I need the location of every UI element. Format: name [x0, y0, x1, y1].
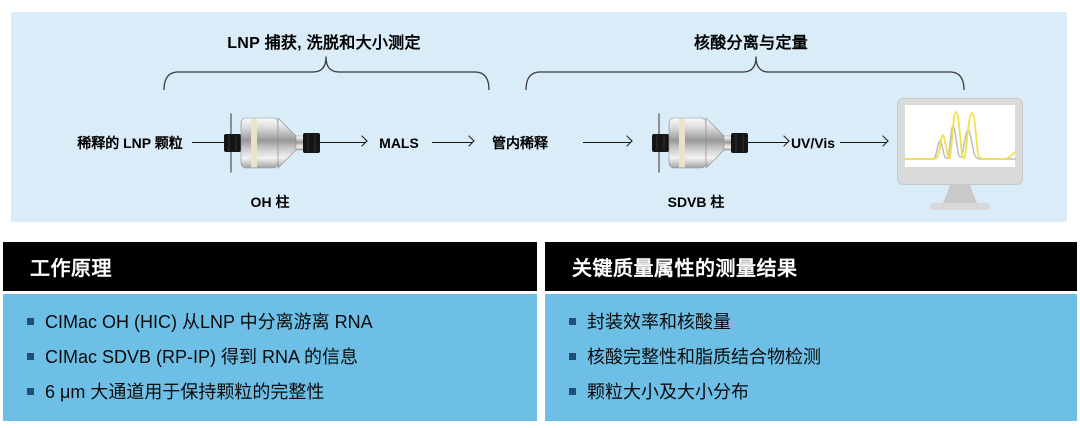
flow-label-mals: MALS — [379, 135, 419, 151]
list-item: CIMac OH (HIC) 从LNP 中分离游离 RNA — [27, 310, 527, 334]
column1-caption: OH 柱 — [250, 194, 290, 210]
square-bullet-icon — [27, 388, 34, 395]
principle-panel-body: CIMac OH (HIC) 从LNP 中分离游离 RNA CIMac SDVB… — [3, 294, 537, 421]
list-item: 6 μm 大通道用于保持颗粒的完整性 — [27, 380, 527, 404]
chromatography-column-icon — [652, 113, 748, 173]
workflow-diagram-panel: LNP 捕获, 洗脱和大小测定 核酸分离与定量 稀释的 LNP 颗粒 OH 柱 … — [11, 12, 1067, 222]
bullet-text: 核酸完整性和脂质结合物检测 — [587, 347, 821, 367]
arrow-right-icon — [583, 142, 630, 143]
stage-label-lnp-capture: LNP 捕获, 洗脱和大小测定 — [227, 35, 421, 52]
arrow-right-icon — [192, 142, 228, 143]
brace-bracket-left — [163, 56, 490, 91]
brace-bracket-right — [525, 56, 965, 91]
bullet-text: 封装效率和核酸量 — [587, 312, 731, 332]
square-bullet-icon — [27, 318, 34, 325]
flow-label-uvvis: UV/Vis — [790, 135, 836, 151]
list-item: 核酸完整性和脂质结合物检测 — [569, 345, 1067, 369]
arrow-right-icon — [742, 142, 787, 143]
square-bullet-icon — [27, 353, 34, 360]
cqa-results-panel-header: 关键质量属性的测量结果 — [545, 242, 1077, 291]
principle-panel: 工作原理 CIMac OH (HIC) 从LNP 中分离游离 RNA CIMac… — [3, 242, 537, 421]
bullet-text: CIMac OH (HIC) 从LNP 中分离游离 RNA — [45, 312, 373, 332]
principle-panel-header: 工作原理 — [3, 242, 537, 291]
square-bullet-icon — [569, 388, 576, 395]
cqa-results-panel-body: 封装效率和核酸量 核酸完整性和脂质结合物检测 颗粒大小及大小分布 — [545, 294, 1077, 421]
square-bullet-icon — [569, 353, 576, 360]
arrow-right-icon — [432, 142, 472, 143]
monitor-chromatogram-icon — [897, 98, 1023, 210]
bullet-text: 颗粒大小及大小分布 — [587, 382, 749, 402]
bullet-text: 6 μm 大通道用于保持颗粒的完整性 — [45, 382, 325, 402]
bullet-text: CIMac SDVB (RP-IP) 得到 RNA 的信息 — [45, 347, 359, 367]
flow-label-diluted-lnp: 稀释的 LNP 颗粒 — [77, 135, 183, 151]
panel-title: 工作原理 — [30, 258, 112, 280]
column2-caption: SDVB 柱 — [667, 194, 725, 210]
flow-label-inline-dilution: 管内稀释 — [492, 135, 548, 151]
yellow-trace — [904, 111, 1016, 160]
arrow-right-icon — [840, 142, 886, 143]
list-item: 封装效率和核酸量 — [569, 310, 1067, 334]
list-item: CIMac SDVB (RP-IP) 得到 RNA 的信息 — [27, 345, 527, 369]
arrow-right-icon — [320, 142, 365, 143]
chromatography-column-icon — [224, 113, 320, 173]
panel-title: 关键质量属性的测量结果 — [572, 258, 798, 280]
list-item: 颗粒大小及大小分布 — [569, 380, 1067, 404]
cqa-results-panel: 关键质量属性的测量结果 封装效率和核酸量 核酸完整性和脂质结合物检测 颗粒大小及… — [545, 242, 1077, 421]
stage-label-nucleic-acid: 核酸分离与定量 — [693, 35, 809, 52]
square-bullet-icon — [569, 318, 576, 325]
